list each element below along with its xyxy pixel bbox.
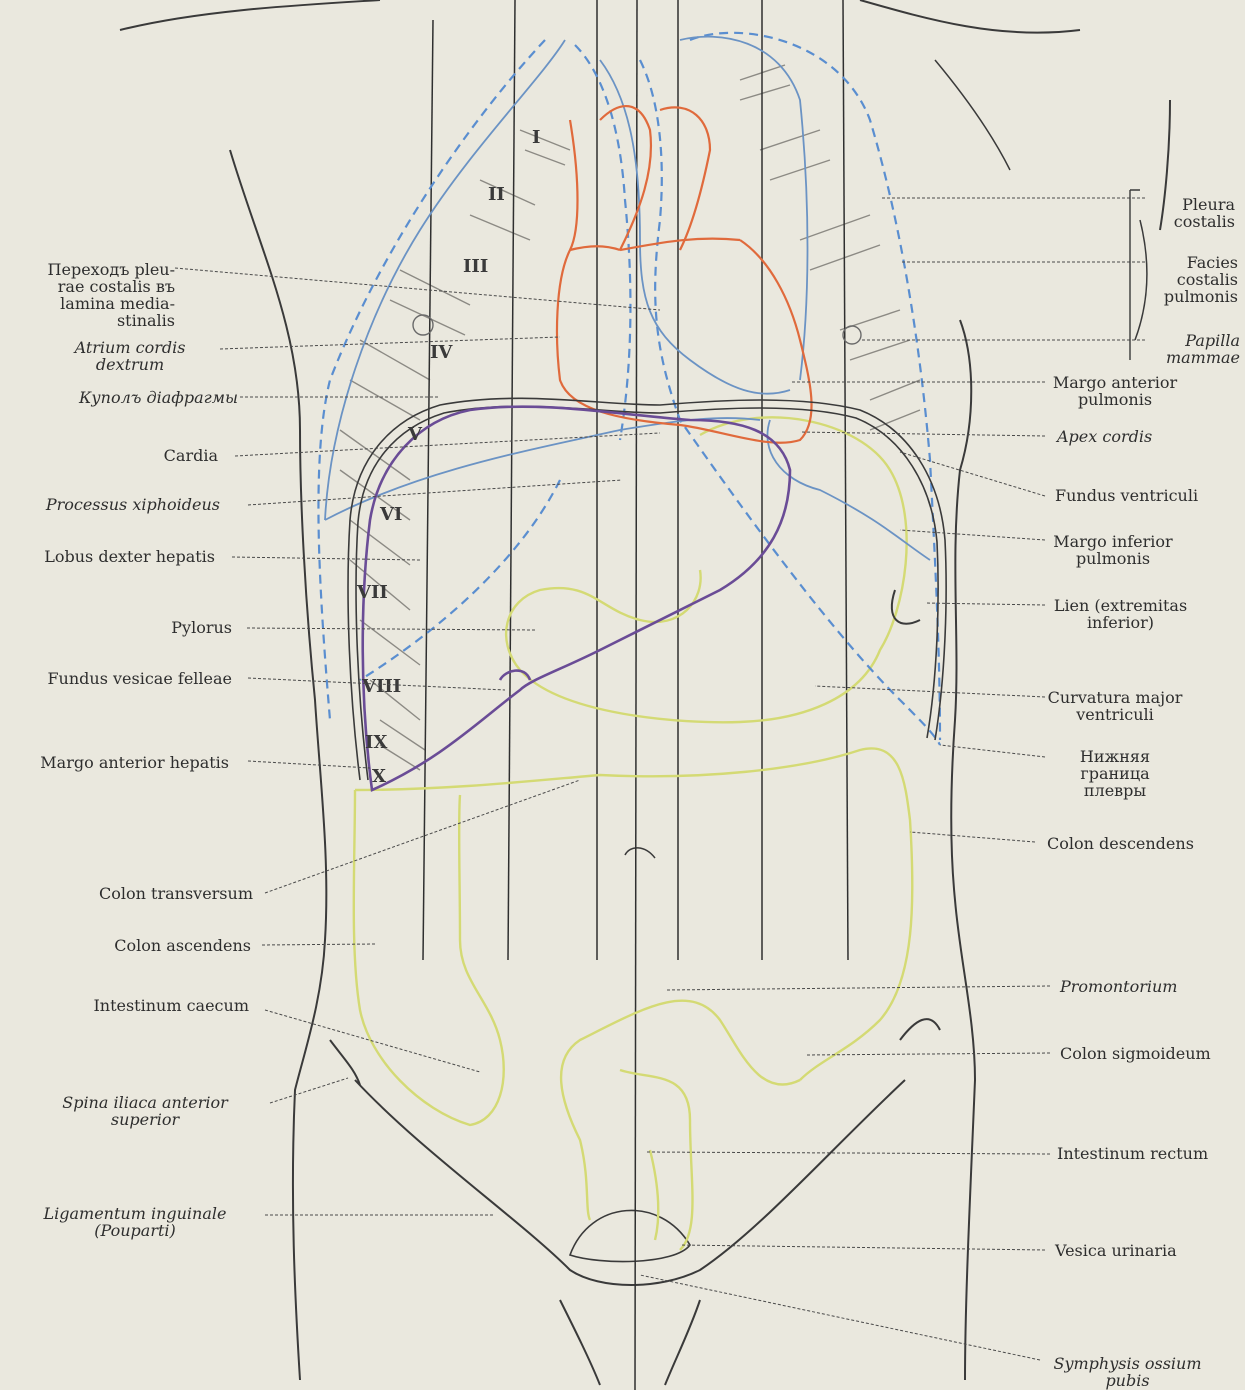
- label-fundus-ventriculi: Fundus ventriculi: [1055, 487, 1198, 504]
- label-apex-cordis: Apex cordis: [1057, 428, 1152, 445]
- label-lobus-dexter-hepatis: Lobus dexter hepatis: [5, 548, 215, 565]
- label-atrium-cordis-dextrum: Atrium cordis dextrum: [30, 339, 230, 373]
- rib-number: X: [372, 766, 386, 787]
- label-intestinum-caecum: Intestinum caecum: [10, 997, 249, 1014]
- label-lien: Lien (extremitas inferior): [1048, 597, 1193, 631]
- label-ligamentum-inguinale: Ligamentum inguinale (Pouparti): [15, 1205, 255, 1239]
- label-colon-ascendens: Colon ascendens: [10, 937, 251, 954]
- rib-hatching: [340, 65, 920, 770]
- diaphragm-line: [348, 398, 946, 780]
- label-margo-anterior-pulmonis: Margo anterior pulmonis: [1045, 374, 1185, 408]
- label-lower-pleura-border: Нижняя граница плевры: [1045, 748, 1185, 799]
- rib-number: VI: [379, 504, 402, 525]
- label-colon-transversum: Colon transversum: [10, 885, 253, 902]
- label-colon-descendens: Colon descendens: [1047, 835, 1194, 852]
- label-bracket: [1130, 190, 1140, 360]
- label-facies-costalis: Facies costalis pulmonis: [1140, 254, 1238, 305]
- body-outline: [120, 0, 1170, 1385]
- label-vesica-urinaria: Vesica urinaria: [1055, 1242, 1177, 1259]
- heart-outline: [557, 106, 812, 443]
- lung-margins: [325, 37, 930, 560]
- rib-number: I: [532, 127, 540, 148]
- rib-number: IV: [430, 342, 453, 363]
- liver-stomach-outline: [363, 407, 920, 790]
- label-spina-iliaca: Spina iliaca anterior superior: [30, 1094, 260, 1128]
- label-promontorium: Promontorium: [1060, 978, 1177, 995]
- label-margo-anterior-hepatis: Margo anterior hepatis: [5, 754, 229, 771]
- label-fundus-vesicae-felleae: Fundus vesicae felleae: [5, 670, 232, 687]
- intestine-outlines: [354, 417, 913, 1250]
- label-margo-inferior-pulmonis: Margo inferior pulmonis: [1048, 533, 1178, 567]
- label-curvatura-major: Curvatura major ventriculi: [1045, 689, 1185, 723]
- label-intestinum-rectum: Intestinum rectum: [1057, 1145, 1208, 1162]
- label-colon-sigmoideum: Colon sigmoideum: [1060, 1045, 1211, 1062]
- label-symphysis: Symphysis ossium pubis: [1045, 1355, 1210, 1389]
- rib-number: VII: [356, 582, 388, 603]
- rib-number: IX: [365, 732, 387, 753]
- label-pylorus: Pylorus: [10, 619, 232, 636]
- label-pleura-costalis: Pleura costalis: [1140, 196, 1235, 230]
- rib-number: II: [488, 184, 505, 205]
- label-pleura-transition: Переходъ pleu- rae costalis въ lamina me…: [8, 261, 175, 329]
- label-cardia: Cardia: [10, 447, 218, 464]
- label-processus-xiphoideus: Processus xiphoideus: [10, 496, 220, 513]
- rib-number: III: [463, 256, 488, 277]
- label-papilla-mammae: Papilla mammae: [1140, 332, 1240, 366]
- rib-number: V: [407, 424, 423, 445]
- rib-number: VIII: [361, 676, 401, 697]
- vertical-reference-lines: [423, 0, 848, 1390]
- label-diaphragm-dome: Куполъ діафрагмы: [10, 389, 238, 406]
